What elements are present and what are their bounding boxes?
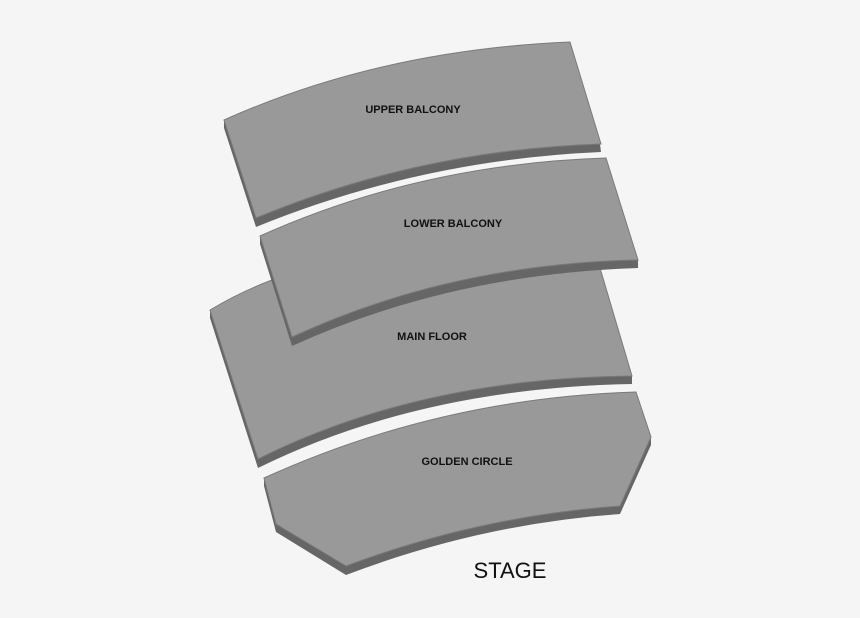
section-upper-balcony[interactable] [223,41,602,227]
lower-balcony-edge [260,236,638,346]
lower-balcony-shape [259,157,639,338]
golden-circle-label: GOLDEN CIRCLE [421,456,512,468]
upper-balcony-shape [223,41,602,219]
section-golden-circle[interactable] [263,391,652,575]
main-floor-label: MAIN FLOOR [397,331,467,343]
upper-balcony-label: UPPER BALCONY [365,104,461,116]
lower-balcony-label: LOWER BALCONY [404,218,503,230]
upper-balcony-edge [224,120,601,227]
golden-circle-shape [263,391,652,567]
stage-label: STAGE [474,558,547,583]
section-lower-balcony[interactable] [259,157,639,346]
